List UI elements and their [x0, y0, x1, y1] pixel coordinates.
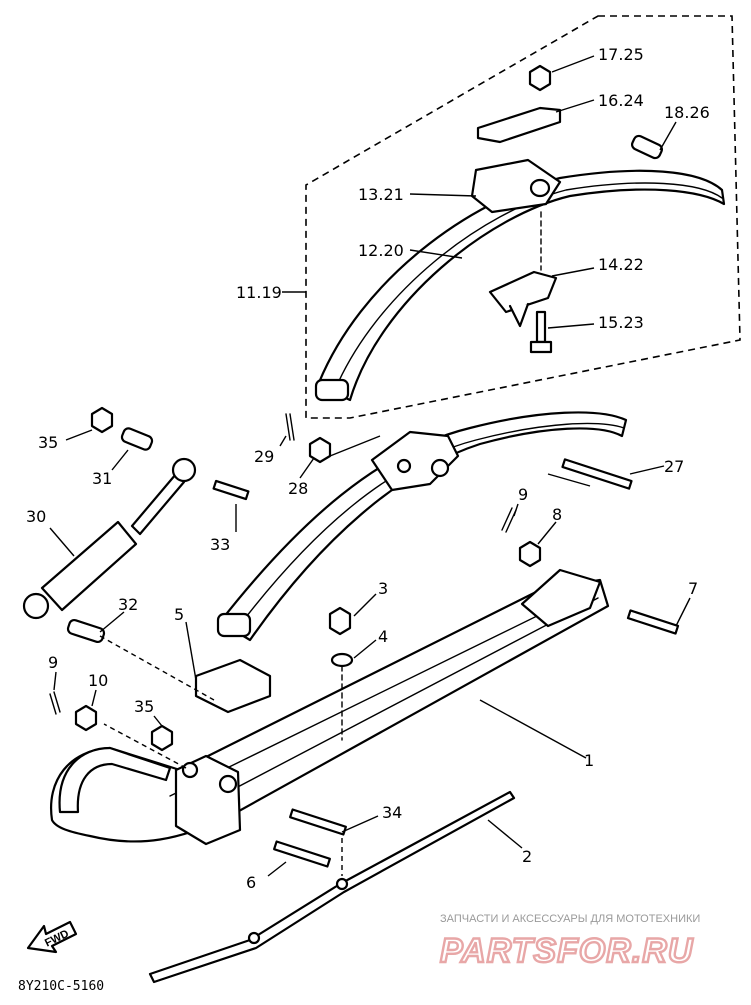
nut-35-lower [150, 724, 174, 752]
callout-1: 1 [584, 751, 594, 770]
spring-bushing [630, 134, 664, 160]
cotter-pin-9-upper [501, 507, 517, 533]
center-clamp-bolt [430, 458, 450, 478]
spring-bracket-lug [508, 302, 530, 328]
bolt-6 [273, 840, 331, 868]
spring-eye-left [314, 378, 350, 402]
callout-9-upper: 9 [518, 485, 528, 504]
ski-handle [58, 746, 172, 814]
leader-lines [49, 55, 691, 877]
ski-spacer-5 [194, 658, 272, 714]
callout-35-upper: 35 [38, 433, 58, 452]
ski-runner [148, 790, 516, 984]
leaf-spring-main-leaf2 [235, 422, 625, 631]
bolt-34 [289, 808, 347, 836]
callouts: 17.25 16.24 18.26 13.21 12.20 14.22 15.2… [26, 45, 710, 892]
fwd-arrow: FWD [26, 920, 78, 954]
callout-27: 27 [664, 457, 684, 476]
callout-28: 28 [288, 479, 308, 498]
callout-3: 3 [378, 579, 388, 598]
shock-absorber-body [40, 520, 138, 612]
callout-17-25: 17.25 [598, 45, 644, 64]
spring-subassembly-outline [305, 15, 741, 419]
callout-10: 10 [88, 671, 108, 690]
callout-15-23: 15.23 [598, 313, 644, 332]
shock-eye-upper [171, 457, 197, 483]
nut-top [528, 64, 552, 92]
washer-4 [330, 652, 354, 668]
callout-7: 7 [688, 579, 698, 598]
callout-33: 33 [210, 535, 230, 554]
callout-9-lower: 9 [48, 653, 58, 672]
callout-31: 31 [92, 469, 112, 488]
ski-rib [189, 597, 599, 813]
shock-eye-lower [22, 592, 50, 620]
callout-34: 34 [382, 803, 402, 822]
nut-10 [74, 704, 98, 732]
bolt-7 [626, 609, 680, 635]
callout-2: 2 [522, 847, 532, 866]
callout-32: 32 [118, 595, 138, 614]
callout-4: 4 [378, 627, 388, 646]
fwd-label: FWD [43, 928, 71, 950]
collar-32 [66, 618, 106, 644]
bolt-27 [561, 458, 633, 490]
watermark-logo: PARTSFOR.RU [440, 932, 694, 970]
spring-eye-front [216, 612, 252, 638]
callout-16-24: 16.24 [598, 91, 644, 110]
spring-clamp-boss [529, 178, 551, 198]
bolt-15-head [529, 340, 553, 354]
callout-12-20: 12.20 [358, 241, 404, 260]
bolt-15 [535, 310, 547, 344]
callout-11-19: 11.19 [236, 283, 282, 302]
callout-8: 8 [552, 505, 562, 524]
shock-absorber-rod [130, 472, 186, 536]
cotter-pin-29 [285, 413, 295, 441]
bolt-33 [212, 479, 250, 501]
nut-3 [328, 606, 352, 636]
callout-18-26: 18.26 [664, 103, 710, 122]
spring-bracket-lower [488, 270, 558, 314]
cotter-pin-9-lower [49, 691, 61, 715]
callout-14-22: 14.22 [598, 255, 644, 274]
clamp-plate [476, 106, 562, 144]
callout-29: 29 [254, 447, 274, 466]
callout-35-lower: 35 [134, 697, 154, 716]
fwd-arrow-icon [26, 920, 78, 954]
callout-30: 30 [26, 507, 46, 526]
callout-5: 5 [174, 605, 184, 624]
nut-8 [518, 540, 542, 568]
callout-6: 6 [246, 873, 256, 892]
nut-35-upper [90, 406, 114, 434]
collar-31 [120, 427, 154, 451]
callout-13-21: 13.21 [358, 185, 404, 204]
watermark-caption: ЗАПЧАСТИ И АКСЕССУАРЫ ДЛЯ МОТОТЕХНИКИ [440, 913, 700, 925]
ski-rear-bracket [520, 568, 602, 628]
ski-top-edge [169, 589, 591, 797]
diagram-code: 8Y210C-5160 [18, 979, 104, 994]
